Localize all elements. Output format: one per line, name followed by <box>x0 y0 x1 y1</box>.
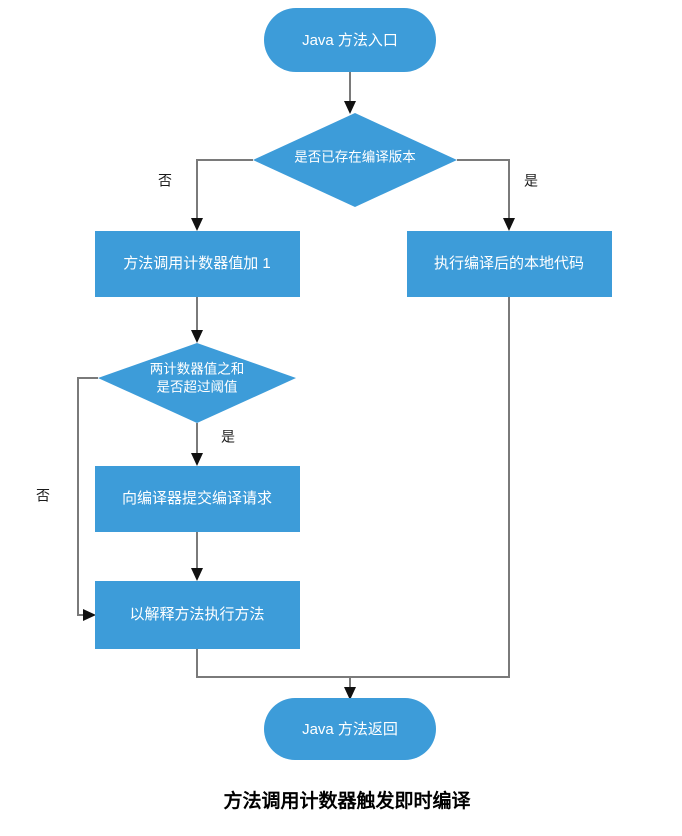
node-has-compiled-shape[interactable] <box>253 113 457 207</box>
node-has-compiled-label: 是否已存在编译版本 <box>294 150 416 165</box>
edge-over-thresh-to-submit-req <box>191 423 203 466</box>
edge-line <box>457 159 510 221</box>
node-end-shape[interactable] <box>264 698 436 760</box>
edge-has-compiled-to-run-native <box>457 159 515 231</box>
edge-label-yes-mid: 是 <box>221 429 235 445</box>
node-counter-inc[interactable]: 方法调用计数器值加 1 <box>95 231 300 297</box>
edge-layer <box>77 72 515 700</box>
edge-line <box>77 377 98 616</box>
edge-label-no-top: 否 <box>158 173 172 189</box>
node-interpret-shape[interactable] <box>95 581 300 649</box>
edge-has-compiled-to-counter-inc <box>191 159 253 231</box>
edge-line <box>196 649 351 690</box>
node-interpret[interactable]: 以解释方法执行方法 <box>95 581 300 649</box>
arrowhead-icon <box>191 330 203 343</box>
arrowhead-icon <box>83 609 96 621</box>
arrowhead-icon <box>191 568 203 581</box>
node-layer: Java 方法入口 是否已存在编译版本 方法调用计数器值加 1 执行编译后的本地… <box>95 8 612 760</box>
node-run-native-label: 执行编译后的本地代码 <box>434 255 584 272</box>
node-end-label: Java 方法返回 <box>302 721 398 738</box>
edge-label-no-loop: 否 <box>36 488 50 504</box>
edge-line <box>196 159 253 221</box>
node-run-native[interactable]: 执行编译后的本地代码 <box>407 231 612 297</box>
node-end[interactable]: Java 方法返回 <box>264 698 436 760</box>
node-start-shape[interactable] <box>264 8 436 72</box>
edge-run-native-to-end <box>350 297 510 678</box>
node-counter-inc-label: 方法调用计数器值加 1 <box>123 255 271 272</box>
node-has-compiled[interactable]: 是否已存在编译版本 <box>253 113 457 207</box>
arrowhead-icon <box>191 218 203 231</box>
node-over-thresh-shape[interactable] <box>98 343 296 423</box>
edge-over-thresh-to-interpret <box>77 377 98 621</box>
node-start[interactable]: Java 方法入口 <box>264 8 436 72</box>
node-counter-inc-shape[interactable] <box>95 231 300 297</box>
node-over-thresh[interactable]: 两计数器值之和 是否超过阈值 <box>98 343 296 423</box>
node-start-label: Java 方法入口 <box>302 32 398 49</box>
edge-label-layer: 否 是 是 否 <box>36 173 538 504</box>
node-submit-req-label: 向编译器提交编译请求 <box>122 489 272 507</box>
arrowhead-icon <box>503 218 515 231</box>
figure-caption: 方法调用计数器触发即时编译 <box>223 789 471 812</box>
node-over-thresh-label-line1: 两计数器值之和 <box>150 362 245 377</box>
node-interpret-label: 以解释方法执行方法 <box>129 606 264 623</box>
node-run-native-shape[interactable] <box>407 231 612 297</box>
edge-submit-req-to-interpret <box>191 532 203 581</box>
edge-counter-inc-to-over-thresh <box>191 297 203 343</box>
arrowhead-icon <box>344 687 356 700</box>
node-submit-req[interactable]: 向编译器提交编译请求 <box>95 466 300 532</box>
node-over-thresh-label-line2: 是否超过阈值 <box>157 380 238 395</box>
arrowhead-icon <box>191 453 203 466</box>
edge-start-to-has-compiled <box>344 72 356 114</box>
node-submit-req-shape[interactable] <box>95 466 300 532</box>
edge-line <box>350 297 510 678</box>
arrowhead-icon <box>344 101 356 114</box>
edge-interpret-to-end <box>196 649 356 700</box>
edge-label-yes-top: 是 <box>524 173 538 189</box>
